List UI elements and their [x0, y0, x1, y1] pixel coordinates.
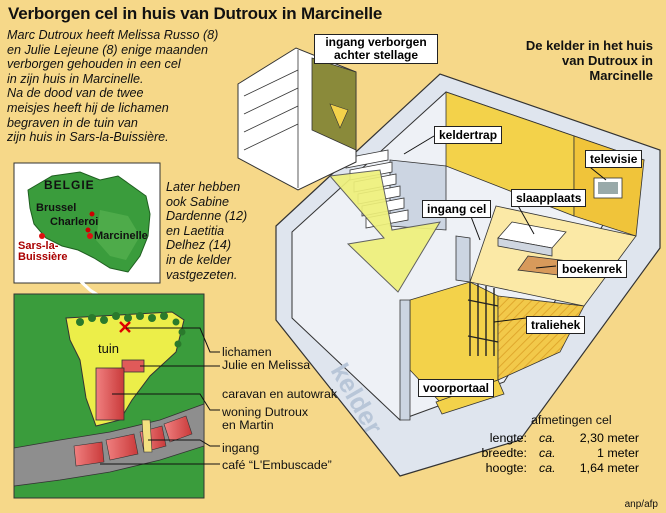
label-hidden-entrance: ingang verborgen achter stellage	[314, 34, 438, 64]
later-text: Later hebben ook Sabine Dardenne (12) en…	[166, 180, 271, 282]
intro-line: in zijn huis in Marcinelle.	[7, 71, 144, 86]
label-vestibule: voorportaal	[418, 379, 495, 397]
shelving	[237, 47, 357, 191]
sars-marker	[39, 233, 45, 239]
later-line: Dardenne (12)	[166, 209, 248, 224]
intro-line: verborgen gehouden in een cel	[7, 57, 181, 72]
map-country-label: BELGIE	[44, 178, 95, 192]
intro-line: zijn huis in Sars-la-Buissière.	[7, 130, 169, 145]
label-grating: traliehek	[526, 316, 586, 334]
later-line: vastgezeten.	[166, 267, 238, 282]
legend-cafe: café “L'Embuscade”	[222, 458, 332, 472]
later-line: Later hebben	[166, 180, 241, 194]
credit: anp/afp	[624, 499, 658, 510]
label-cell-entrance: ingang cel	[422, 200, 492, 218]
plot-panel	[13, 293, 205, 499]
label-television: televisie	[585, 150, 643, 168]
legend-bodies: lichamen Julie en Melissa	[222, 345, 311, 373]
inset-title: De kelder in het huis van Dutroux in Mar…	[525, 38, 653, 83]
intro-line: meisjes heeft hij de lichamen	[7, 100, 169, 115]
intro-line: en Julie Lejeune (8) enige maanden	[7, 42, 208, 57]
legend-caravan: caravan en autowrak	[222, 387, 338, 401]
later-line: Delhez (14)	[166, 238, 232, 253]
map-site-label: Sars-la- Buissière	[18, 240, 68, 263]
city-marker-brussel	[89, 211, 95, 217]
legend-leaders	[100, 327, 220, 465]
intro-text: Marc Dutroux heeft Melissa Russo (8) en …	[7, 28, 277, 145]
page-title: Verborgen cel in huis van Dutroux in Mar…	[8, 4, 383, 23]
cell-arrow	[329, 169, 441, 293]
later-line: in de kelder	[166, 252, 232, 267]
marcinelle-marker	[87, 233, 93, 239]
label-cellar-stairs: keldertrap	[434, 126, 503, 144]
map-city-charleroi: Charleroi	[50, 216, 99, 228]
label-sleeping-place: slaapplaats	[511, 189, 587, 207]
map-city-marcinelle: Marcinelle	[94, 230, 148, 242]
later-line: ook Sabine	[166, 194, 230, 209]
legend-house: woning Dutroux en Martin	[222, 405, 309, 433]
city-marker-charleroi	[85, 227, 91, 233]
map-city-brussel: Brussel	[36, 202, 77, 214]
intro-line: Marc Dutroux heeft Melissa Russo (8)	[7, 28, 219, 42]
later-line: en Laetitia	[166, 223, 225, 238]
legend-entrance: ingang	[222, 441, 260, 455]
entrance-path	[141, 419, 153, 453]
intro-line: begraven in de tuin van	[7, 115, 138, 130]
measurements-title: afmetingen cel	[531, 413, 612, 427]
label-bookcase: boekenrek	[557, 260, 628, 278]
intro-line: Na de dood van de twee	[7, 86, 144, 101]
belgium-map	[13, 162, 161, 284]
garden-label: tuin	[98, 341, 119, 356]
bodies-mark	[119, 321, 131, 333]
